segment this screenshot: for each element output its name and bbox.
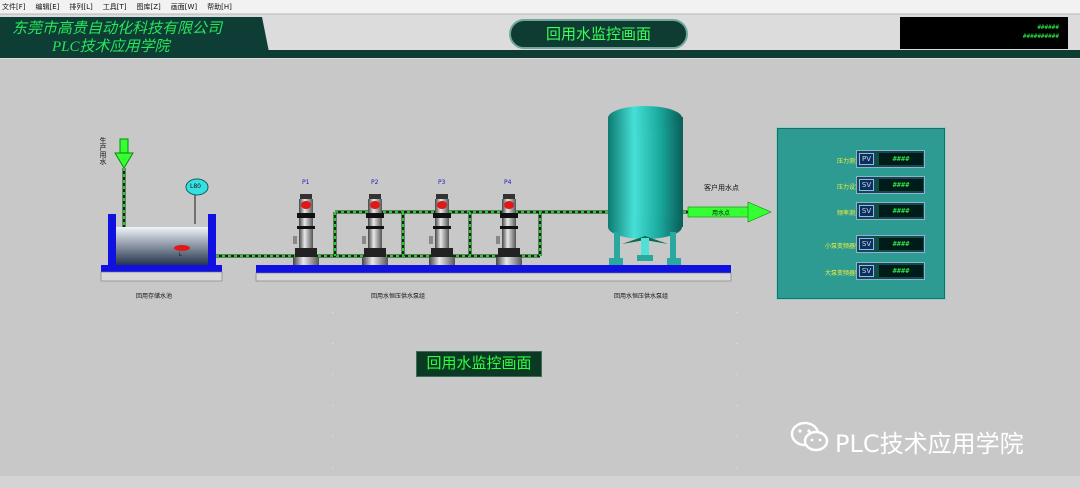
panel-label: 压力设定值 [836, 184, 867, 191]
level-float-icon [174, 245, 190, 251]
panel-label: 压力测量值 [836, 158, 867, 165]
pump-label-p3: P3 [438, 179, 446, 186]
clock-display: ###### ########## [900, 17, 1068, 49]
value-box[interactable]: SV #### [856, 202, 925, 220]
sv-tag: SV [859, 179, 874, 191]
clock-date: ########## [1022, 33, 1059, 40]
menu-help[interactable]: 帮助[H] [207, 2, 232, 11]
panel-label: 小泵变频器频率 [824, 243, 867, 250]
header-divider [0, 50, 1080, 58]
panel-label: 大泵变频器频率 [824, 270, 867, 277]
screen-title-large: 回用水监控画面 [416, 351, 542, 377]
watermark-text: PLC技术应用学院 [835, 430, 1024, 458]
inlet-label: 生产用水 [99, 137, 107, 165]
panel-row-pressure-sv: 压力设定值 SV #### [777, 176, 945, 196]
pv-tag: PV [859, 153, 874, 165]
menu-bar: 文件[F] 编辑[E] 排列[L] 工具[T] 图库[Z] 画面[W] 帮助[H… [0, 0, 1080, 14]
customer-label: 客户用水点 [704, 184, 739, 192]
sv-tag: SV [859, 238, 874, 250]
pump-p1[interactable] [293, 194, 319, 265]
pressure-measured-value: #### [879, 153, 923, 165]
vessel-label: 回用水恒压供水泵组 [614, 293, 669, 300]
menu-tools[interactable]: 工具[T] [102, 2, 127, 11]
value-box: PV #### [856, 150, 925, 168]
pressure-vessel [608, 106, 683, 265]
storage-tank [100, 214, 223, 282]
value-box[interactable]: SV #### [856, 235, 925, 253]
panel-row-small-pump-vfd: 小泵变频器频率 SV #### [777, 235, 945, 255]
pump-skid [256, 265, 731, 273]
panel-row-frequency: 频率测量值 SV #### [777, 202, 945, 222]
large-pump-vfd-value[interactable]: #### [879, 265, 923, 277]
company-subtitle: PLC技术应用学院 [52, 39, 170, 55]
menu-arrange[interactable]: 排列[L] [69, 2, 93, 11]
value-box[interactable]: SV #### [856, 262, 925, 280]
pump-label-p2: P2 [371, 179, 379, 186]
pump-group-label: 回用水恒压供水泵组 [371, 293, 426, 300]
process-diagram [100, 106, 772, 476]
menu-file[interactable]: 文件[F] [2, 2, 26, 11]
menu-edit[interactable]: 编辑[E] [35, 2, 60, 11]
menu-gallery[interactable]: 图库[Z] [136, 2, 161, 11]
company-banner: 东莞市高贵自动化科技有限公司 PLC技术应用学院 [0, 17, 270, 57]
tank-label: 回用存储水池 [136, 293, 173, 300]
menu-screen[interactable]: 画面[W] [170, 2, 198, 11]
pump-p4[interactable] [496, 194, 522, 265]
panel-row-large-pump-vfd: 大泵变频器频率 SV #### [777, 262, 945, 282]
parameter-panel: 压力测量值 PV #### 压力设定值 SV #### 频率测量值 SV ###… [776, 127, 946, 300]
panel-row-pressure-pv: 压力测量值 PV #### [777, 150, 945, 170]
pressure-setpoint-value[interactable]: #### [879, 179, 923, 191]
outlet-arrow-icon [687, 201, 772, 223]
level-marker-label: L [179, 252, 182, 258]
company-name: 东莞市高贵自动化科技有限公司 [12, 21, 223, 37]
wechat-icon [790, 421, 829, 452]
clock-time: ###### [1037, 24, 1059, 31]
sv-tag: SV [859, 205, 874, 217]
panel-label: 频率测量值 [836, 210, 867, 217]
sv-tag: SV [859, 265, 874, 277]
pump-label-p4: P4 [504, 179, 512, 186]
small-pump-vfd-value[interactable]: #### [879, 238, 923, 250]
inlet-arrow-icon [114, 138, 134, 169]
value-box[interactable]: SV #### [856, 176, 925, 194]
frequency-measured-value[interactable]: #### [879, 205, 923, 217]
level-sensor-label: L80 [190, 183, 201, 190]
pump-p3[interactable] [429, 194, 455, 265]
outlet-arrow-label: 用水点 [712, 210, 731, 217]
screen-title: 回用水监控画面 [509, 19, 688, 49]
status-strip [0, 476, 1080, 488]
pump-p2[interactable] [362, 194, 388, 265]
level-sensor-icon [185, 178, 209, 224]
pump-label-p1: P1 [302, 179, 310, 186]
